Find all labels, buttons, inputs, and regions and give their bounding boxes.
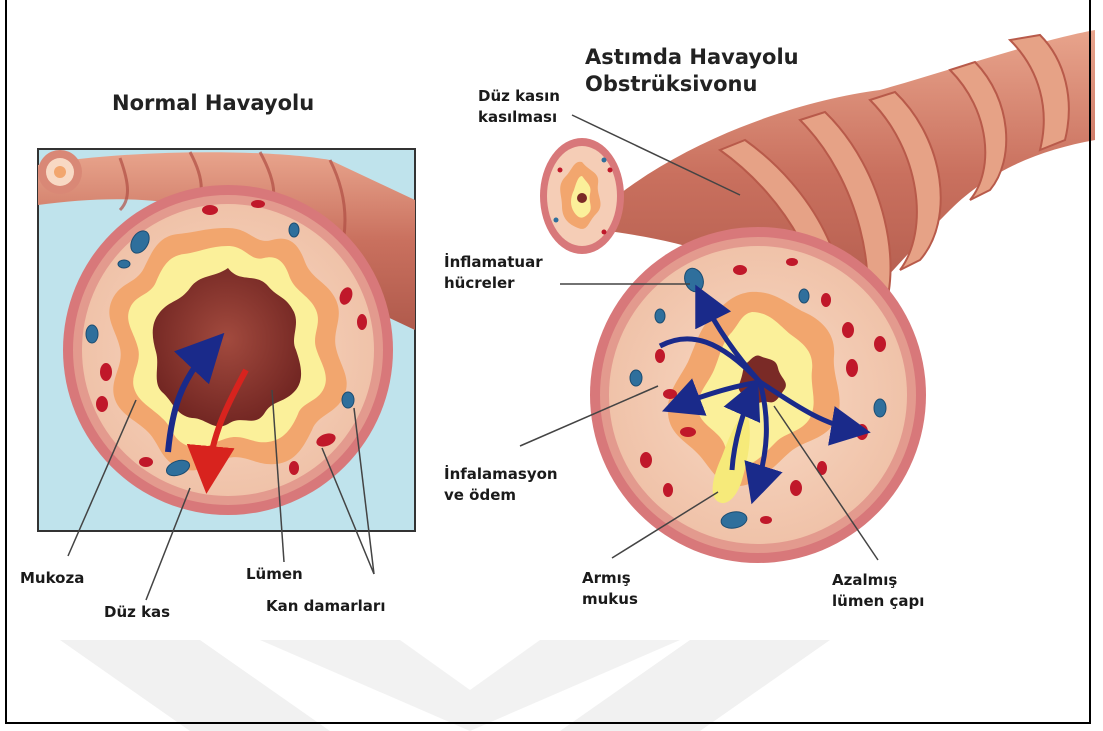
label-blood-vessels: Kan damarları: [266, 596, 385, 617]
asthma-airway-diagram: [540, 30, 1095, 563]
label-inflammatory-cells: İnflamatuar hücreler: [444, 252, 543, 294]
label-mucosa: Mukoza: [20, 568, 84, 589]
label-reduced-lumen: Azalmış lümen çapı: [832, 570, 924, 612]
label-increased-mucus: Armış mukus: [582, 568, 638, 610]
label-lumen: Lümen: [246, 564, 303, 585]
label-smooth-muscle-contraction: Düz kasın kasılması: [478, 86, 560, 128]
normal-airway-title: Normal Havayolu: [112, 90, 314, 117]
normal-airway-diagram: [38, 149, 415, 531]
watermark: [60, 640, 830, 731]
label-inflammation-edema: İnfalamasyon ve ödem: [444, 464, 558, 506]
asthma-airway-title: Astımda Havayolu Obstrüksivonu: [585, 44, 799, 98]
label-smooth-muscle: Düz kas: [104, 602, 170, 623]
